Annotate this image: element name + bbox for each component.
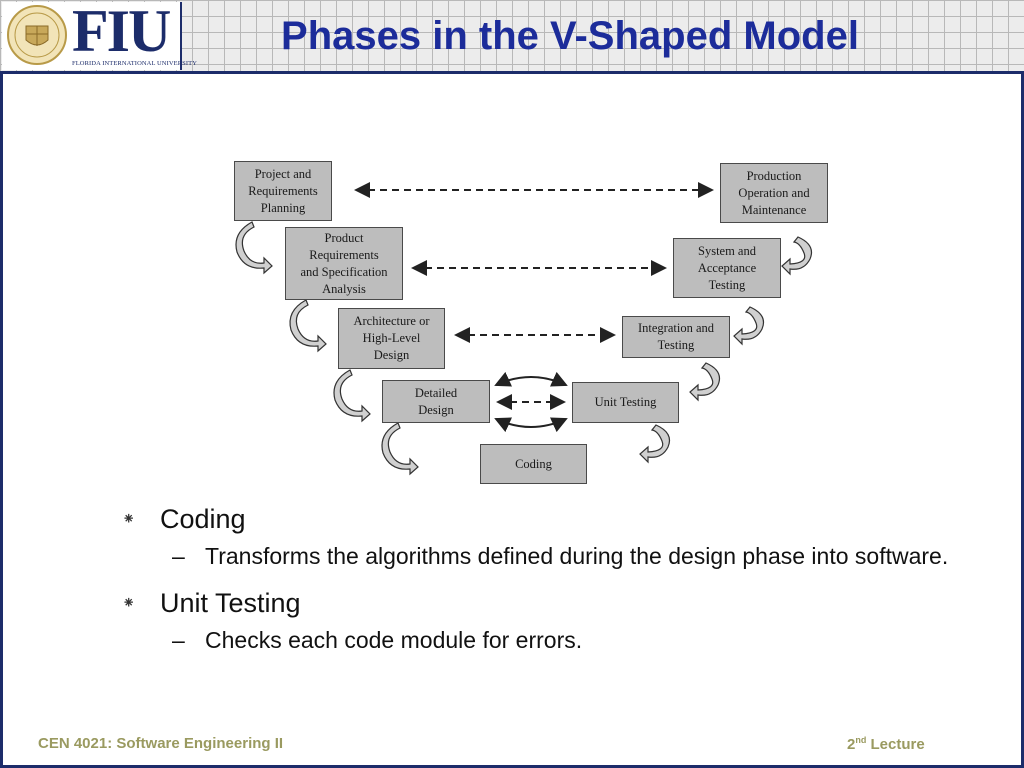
sub-bullet-text: Transforms the algorithms defined during… [205, 543, 949, 569]
slide-header: FIU FLORIDA INTERNATIONAL UNIVERSITY Pha… [0, 0, 1024, 74]
asterisk-bullet-icon: ⁕ [122, 511, 136, 528]
v-model-diagram: Project and Requirements Planning Produc… [228, 155, 838, 495]
phase-project-planning: Project and Requirements Planning [234, 161, 332, 221]
bullet-unit-testing: ⁕ Unit Testing [120, 584, 1000, 622]
curved-arrow-right-1 [781, 236, 813, 276]
bullet-heading: Unit Testing [160, 588, 301, 618]
phase-coding: Coding [480, 444, 587, 484]
curved-arrow-right-2 [733, 306, 765, 346]
link-arc-bottom [494, 417, 568, 433]
phase-system-acceptance: System and Acceptance Testing [673, 238, 781, 298]
curved-arrow-left-2 [289, 299, 327, 353]
phase-detailed-design: Detailed Design [382, 380, 490, 423]
sub-bullet-text: Checks each code module for errors. [205, 627, 583, 653]
curved-arrow-left-3 [333, 369, 371, 423]
footer-lecture: 2nd Lecture [847, 735, 925, 753]
phase-integration-testing: Integration and Testing [622, 316, 730, 358]
curved-arrow-right-4 [639, 424, 671, 464]
phase-unit-testing: Unit Testing [572, 382, 679, 423]
sub-bullet-coding: – Transforms the algorithms defined duri… [120, 540, 1000, 572]
page-title: Phases in the V-Shaped Model [281, 14, 859, 58]
bullet-coding: ⁕ Coding [120, 500, 1000, 538]
logo-subtext: FLORIDA INTERNATIONAL UNIVERSITY [72, 60, 198, 67]
university-seal-icon [7, 5, 67, 65]
dash-bullet-icon: – [172, 627, 185, 653]
phase-production-operation: Production Operation and Maintenance [720, 163, 828, 223]
fiu-logo: FIU FLORIDA INTERNATIONAL UNIVERSITY [2, 0, 197, 70]
link-arc-top [494, 371, 568, 387]
asterisk-bullet-icon: ⁕ [122, 595, 136, 612]
dash-bullet-icon: – [172, 543, 185, 569]
curved-arrow-right-3 [689, 362, 721, 402]
bullet-list: ⁕ Coding – Transforms the algorithms def… [120, 500, 1000, 656]
bullet-heading: Coding [160, 504, 246, 534]
curved-arrow-left-4 [381, 422, 419, 476]
logo-wordmark: FIU [72, 0, 171, 64]
phase-architecture-design: Architecture or High-Level Design [338, 308, 445, 369]
phase-product-requirements: Product Requirements and Specification A… [285, 227, 403, 300]
curved-arrow-left-1 [235, 221, 273, 275]
diagram-connectors [235, 182, 813, 476]
sub-bullet-unit-testing: – Checks each code module for errors. [120, 624, 1000, 656]
footer-course: CEN 4021: Software Engineering II [38, 735, 284, 752]
